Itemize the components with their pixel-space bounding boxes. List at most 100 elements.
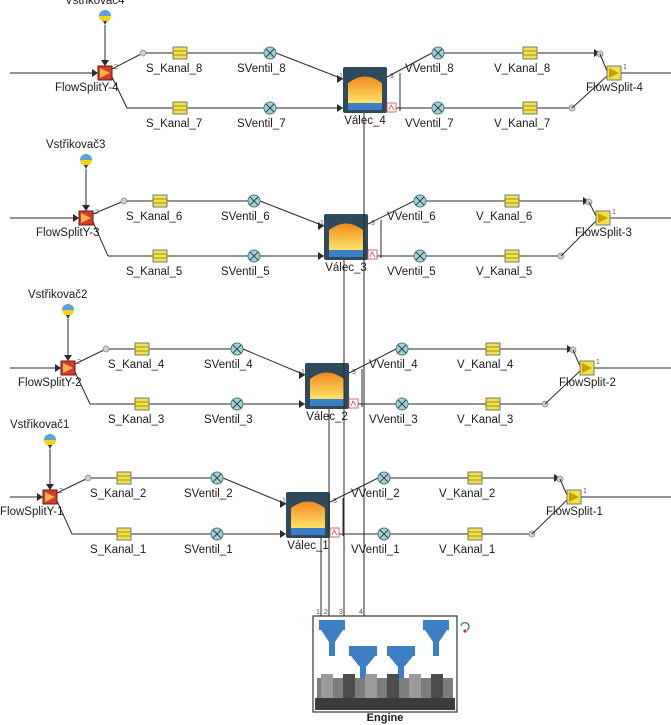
engine-piston-icon: [387, 646, 415, 656]
intake-duct-lower[interactable]: [152, 249, 168, 263]
merge-line: [544, 370, 581, 405]
exhaust-valve-lower[interactable]: [377, 527, 391, 541]
intake-valve-upper[interactable]: [263, 46, 277, 60]
intake-duct-lower[interactable]: [116, 527, 132, 541]
engine-piston-icon: [349, 646, 377, 656]
merger-2[interactable]: [579, 360, 595, 376]
cylinder-flame: [348, 76, 382, 103]
merge-line: [559, 478, 568, 496]
intake-valve-upper[interactable]: [247, 194, 261, 208]
intake-valve-lower[interactable]: [210, 527, 224, 541]
merger-4[interactable]: [606, 65, 622, 81]
duct-icon: [504, 249, 520, 263]
injector-label: Vstřikovač3: [46, 139, 106, 151]
duct-icon: [172, 46, 188, 60]
intake-valve-lower-label: SVentil_7: [237, 118, 286, 130]
connection-line: [329, 477, 379, 503]
injector-2[interactable]: [62, 304, 74, 319]
exhaust-valve-upper[interactable]: [431, 46, 445, 60]
exhaust-duct-upper[interactable]: [504, 194, 520, 208]
inlet-arrow: [73, 214, 79, 222]
intake-valve-upper[interactable]: [230, 342, 244, 356]
exhaust-valve-lower[interactable]: [413, 249, 427, 263]
exhaust-duct-lower[interactable]: [522, 101, 538, 115]
exhaust-valve-upper-label: VVentil_6: [387, 211, 436, 223]
exhaust-duct-lower[interactable]: [485, 397, 501, 411]
port-number: 1: [282, 498, 286, 505]
exhaust-duct-upper[interactable]: [485, 342, 501, 356]
exhaust-duct-lower-label: V_Kanal_5: [476, 266, 533, 278]
intake-duct-upper[interactable]: [152, 194, 168, 208]
cylinder-1[interactable]: [286, 492, 340, 538]
splitter-2[interactable]: [60, 360, 76, 376]
exhaust-valve-lower[interactable]: [395, 397, 409, 411]
injector-top: [80, 154, 92, 160]
injector-arrow: [82, 205, 90, 211]
splitter-4[interactable]: [97, 65, 113, 81]
intake-valve-upper[interactable]: [210, 471, 224, 485]
duct-icon: [467, 471, 483, 485]
cylinder-piston: [329, 250, 363, 257]
intake-duct-lower[interactable]: [134, 397, 150, 411]
engine-port-number: 4: [359, 609, 363, 616]
port-number: 1: [339, 73, 343, 80]
merger-3[interactable]: [595, 210, 611, 226]
intake-duct-lower-label: S_Kanal_5: [126, 266, 183, 278]
exhaust-duct-lower-label: V_Kanal_7: [494, 118, 551, 130]
valve-cross: [265, 103, 275, 113]
intake-valve-upper-label: SVentil_8: [237, 63, 286, 75]
branch-line: [56, 500, 73, 535]
exhaust-duct-lower[interactable]: [467, 527, 483, 541]
splitter-1[interactable]: [42, 489, 58, 505]
intake-duct-lower[interactable]: [172, 101, 188, 115]
intake-duct-upper[interactable]: [172, 46, 188, 60]
cylinder-3[interactable]: [324, 214, 378, 260]
merger-1[interactable]: [566, 489, 582, 505]
cylinder-2[interactable]: [305, 363, 359, 409]
engine-crank-web: [409, 674, 421, 704]
port-dot: [139, 49, 147, 57]
exhaust-duct-lower[interactable]: [504, 249, 520, 263]
engine-crank-web: [431, 674, 443, 704]
exhaust-duct-upper[interactable]: [467, 471, 483, 485]
merger-glyph: [598, 213, 608, 223]
port-number: 2: [114, 64, 118, 71]
splitter-3[interactable]: [78, 210, 94, 226]
intake-duct-lower-label: S_Kanal_7: [146, 118, 203, 130]
injector-3[interactable]: [80, 154, 92, 169]
intake-duct-lower-label: S_Kanal_3: [108, 414, 165, 426]
branch-line: [111, 52, 144, 70]
injector-1[interactable]: [44, 434, 56, 449]
intake-valve-lower[interactable]: [263, 101, 277, 115]
merger-glyph: [582, 363, 592, 373]
exhaust-duct-upper-label: V_Kanal_4: [457, 359, 514, 371]
valve-cross: [433, 48, 443, 58]
intake-duct-upper-label: S_Kanal_8: [146, 63, 203, 75]
branch-line: [56, 477, 89, 494]
exhaust-duct-upper[interactable]: [522, 46, 538, 60]
exhaust-valve-lower-label: VVentil_5: [387, 266, 436, 278]
cylinder-4[interactable]: [343, 67, 397, 113]
injector-4[interactable]: [99, 10, 111, 25]
injector-top: [44, 434, 56, 440]
intake-valve-lower[interactable]: [247, 249, 261, 263]
injector-arrow: [46, 484, 54, 490]
connection-line: [275, 52, 344, 80]
engine-crank-web: [387, 674, 399, 704]
exhaust-valve-upper[interactable]: [413, 194, 427, 208]
engine-piston-taper: [351, 656, 375, 666]
engine-block[interactable]: [312, 615, 470, 713]
exhaust-valve-lower[interactable]: [431, 101, 445, 115]
intake-duct-upper[interactable]: [116, 471, 132, 485]
cylinder-piston: [310, 399, 344, 406]
engine-port-number: 2: [324, 609, 328, 616]
duct-icon: [485, 397, 501, 411]
arrow-head: [299, 371, 305, 379]
intake-duct-upper[interactable]: [134, 342, 150, 356]
intake-valve-lower[interactable]: [230, 397, 244, 411]
intake-duct-lower-label: S_Kanal_1: [90, 544, 147, 556]
exhaust-valve-upper[interactable]: [377, 471, 391, 485]
exhaust-valve-upper[interactable]: [395, 342, 409, 356]
port-number: 2: [95, 209, 99, 216]
engine-crank-web: [321, 674, 333, 704]
